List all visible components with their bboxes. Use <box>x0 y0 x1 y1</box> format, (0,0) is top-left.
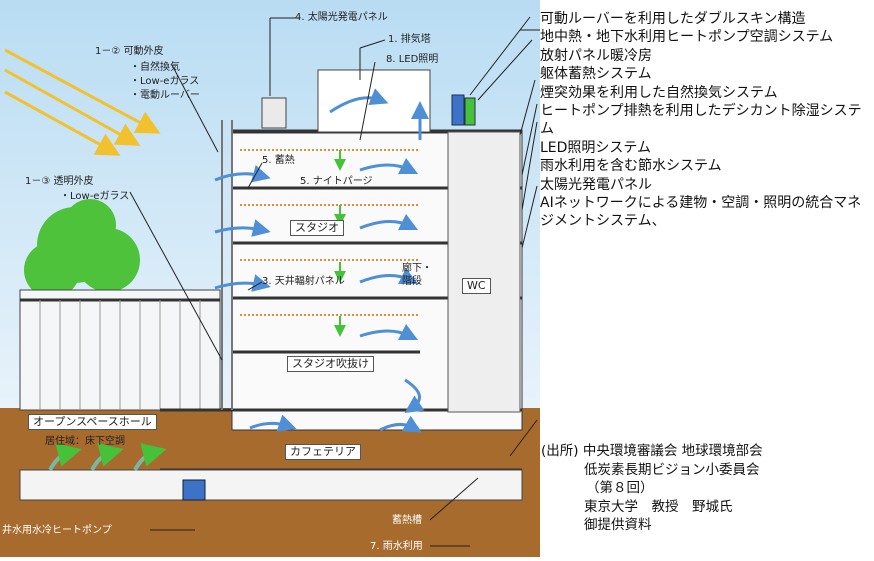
room-wc: WC <box>462 278 491 294</box>
feature-item: LED照明システム <box>540 139 652 156</box>
feature-item: AIネットワークによる建物・空調・照明の統合マネジメントシステム、 <box>540 195 862 230</box>
room-corridor: 廊下・階段 <box>402 263 432 287</box>
label-living-area: 居住域：床下空調 <box>45 436 125 447</box>
source-line: 低炭素長期ビジョン小委員会 <box>584 461 760 478</box>
label-led: 8. LED照明 <box>386 54 439 65</box>
source-citation: (出所) 中央環境審議会 地球環境部会 低炭素長期ビジョン小委員会 （第８回） … <box>541 442 871 535</box>
sun-rays <box>4 48 161 156</box>
source-line: (出所) 中央環境審議会 地球環境部会 <box>541 443 763 459</box>
leader-lines <box>129 17 540 547</box>
source-line: 東京大学 教授 野城氏 <box>584 498 733 515</box>
source-line: 御提供資料 <box>584 517 652 533</box>
label-movable-skin-1: ・自然換気 <box>130 62 180 73</box>
feature-list: 可動ルーバーを利用したダブルスキン構造 地中熱・地下水利用ヒートポンプ空調システ… <box>540 10 874 231</box>
label-rainwater: 7. 雨水利用 <box>370 541 423 552</box>
pavilion <box>19 289 221 411</box>
room-cafeteria: カフェテリア <box>285 444 361 460</box>
feature-item: 地中熱・地下水利用ヒートポンプ空調システム <box>540 29 834 46</box>
label-transparent-skin: 1－③ 透明外皮 <box>25 176 94 187</box>
air-flow-arrows <box>214 88 429 433</box>
feature-item: 太陽光発電パネル <box>540 176 652 193</box>
room-studio: スタジオ <box>290 220 344 236</box>
source-line: （第８回） <box>586 480 654 496</box>
label-movable-skin-3: ・電動ルーバー <box>130 90 200 101</box>
feature-item: 煙突効果を利用した自然換気システム <box>540 84 778 101</box>
feature-item: 躯体蓄熱システム <box>540 66 652 83</box>
room-open-space-hall: オープンスペースホール <box>28 414 157 430</box>
feature-item: ヒートポンプ排熱を利用したデシカント除湿システム <box>540 103 862 138</box>
feature-item: 放射パネル暖冷房 <box>540 47 652 64</box>
label-well-heat-pump: 井水用水冷ヒートポンプ <box>2 524 112 537</box>
room-studio-atrium: スタジオ吹抜け <box>287 356 374 372</box>
label-transparent-skin-1: ・Low-eガラス <box>60 191 130 202</box>
feature-item: 可動ルーバーを利用したダブルスキン構造 <box>540 11 806 27</box>
label-movable-skin-2: ・Low-eガラス <box>130 76 200 87</box>
label-radiant-ceiling: 3. 天井輻射パネル <box>262 276 345 287</box>
label-movable-skin: 1－② 可動外皮 <box>95 46 164 57</box>
feature-leaders <box>469 16 538 457</box>
label-night-purge: 5. ナイトパージ <box>300 176 373 187</box>
floor-air-arrows <box>48 443 167 471</box>
tree <box>24 199 140 298</box>
label-storage-tank: 蓄熱槽 <box>392 515 422 526</box>
label-thermal-storage: 5. 蓄熱 <box>262 155 295 166</box>
building-diagram: 4. 太陽光発電パネル 1. 排気塔 8. LED照明 1－② 可動外皮 ・自然… <box>0 0 540 557</box>
label-solar-panel: 4. 太陽光発電パネル <box>295 12 388 23</box>
feature-item: 雨水利用を含む節水システム <box>540 158 722 175</box>
label-exhaust-tower: 1. 排気塔 <box>388 34 431 45</box>
building-cross-section <box>0 0 540 557</box>
